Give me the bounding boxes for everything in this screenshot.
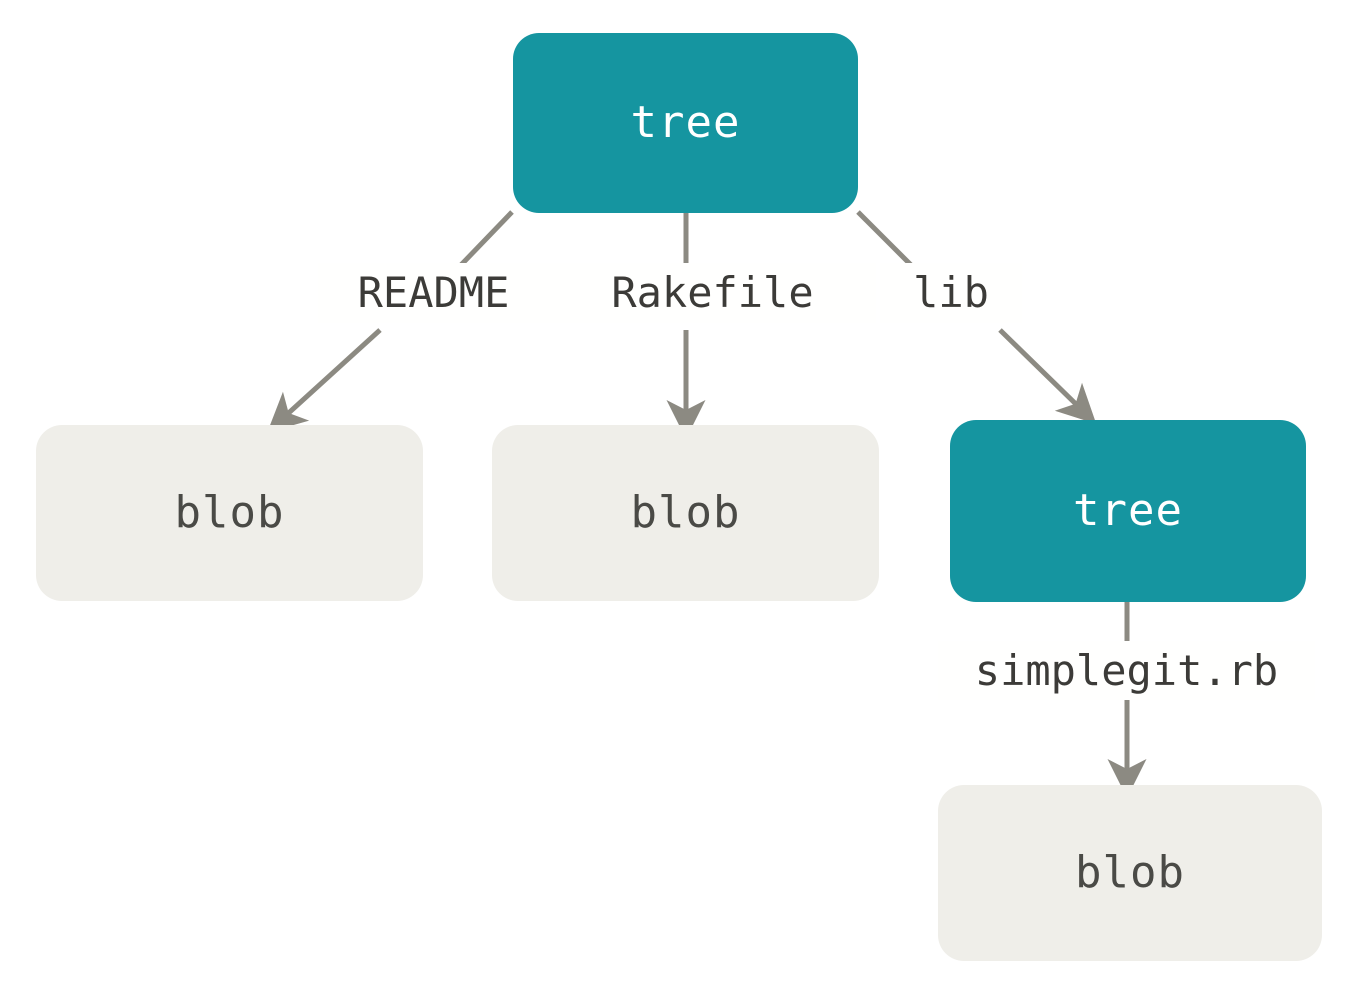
edge-root-to-lib-upper	[856, 210, 914, 268]
node-lib-tree[interactable]: tree	[950, 420, 1306, 602]
edge-label-lib-text: lib	[913, 268, 989, 317]
edge-root-to-readme-upper	[458, 210, 514, 268]
edge-label-simplegit-text: simplegit.rb	[974, 645, 1279, 695]
edge-label-lib[interactable]: lib	[880, 263, 1022, 323]
node-blob-rakefile[interactable]: blob	[492, 425, 879, 601]
edge-readme-to-blob	[267, 328, 382, 433]
edge-label-rakefile[interactable]: Rakefile	[549, 263, 876, 323]
node-blob-rakefile-label: blob	[630, 487, 741, 538]
node-blob-simplegit-label: blob	[1075, 847, 1185, 898]
node-root-tree[interactable]: tree	[513, 33, 858, 213]
edge-label-rakefile-text: Rakefile	[611, 268, 814, 317]
edge-label-readme[interactable]: README	[318, 263, 549, 323]
edge-label-readme-text: README	[357, 268, 510, 317]
node-lib-tree-label: tree	[1073, 485, 1183, 536]
node-blob-readme[interactable]: blob	[36, 425, 423, 601]
edge-label-simplegit[interactable]: simplegit.rb	[938, 641, 1315, 700]
node-blob-simplegit[interactable]: blob	[938, 785, 1322, 961]
node-blob-readme-label: blob	[174, 487, 285, 538]
edge-lib-to-tree	[998, 328, 1097, 424]
node-root-tree-label: tree	[630, 97, 741, 148]
